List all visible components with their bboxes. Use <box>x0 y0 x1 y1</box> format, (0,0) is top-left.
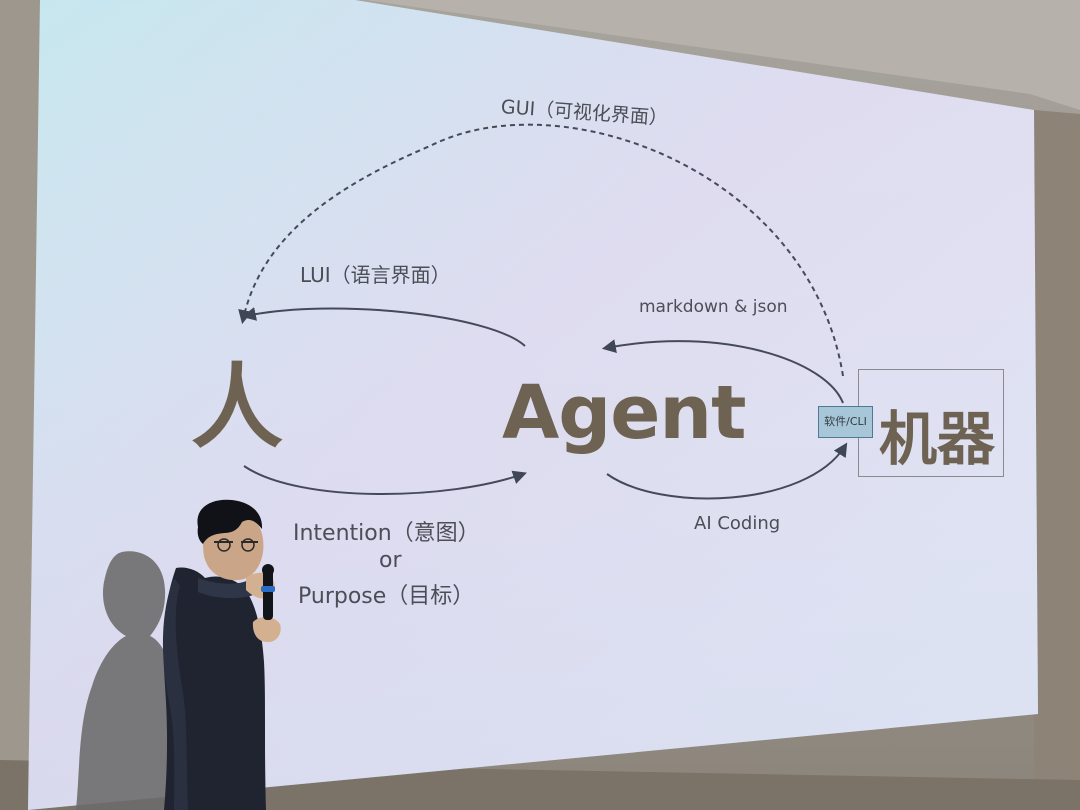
speaker <box>0 0 1080 810</box>
presentation-scene: GUI（可视化界面） LUI（语言界面） markdown & json 人 A… <box>0 0 1080 810</box>
